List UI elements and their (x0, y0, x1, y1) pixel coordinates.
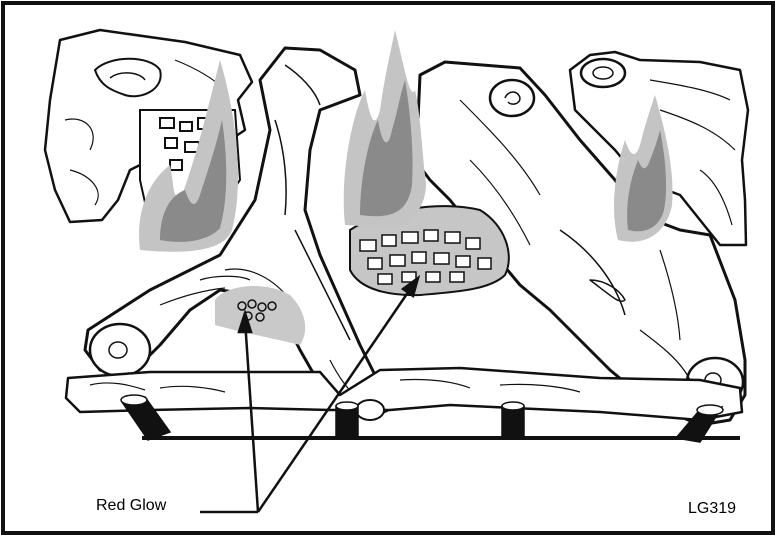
grate-legs (120, 394, 724, 443)
callout-arrow-right-line (256, 284, 415, 513)
figure-code-label: LG319 (688, 500, 737, 517)
callout-arrowhead-left (237, 308, 253, 334)
flame-left (139, 60, 239, 252)
center-ember-bed (349, 205, 510, 297)
red-glow-label: Red Glow (96, 497, 167, 514)
left-red-glow-patch (215, 285, 306, 345)
callout-arrowhead-right (400, 274, 421, 299)
red-glow-callout (200, 274, 421, 514)
front-log (64, 366, 744, 422)
left-glow-embers (237, 299, 277, 322)
callout-arrow-left-line (243, 319, 260, 513)
flame-center (343, 30, 426, 228)
flame-right (614, 95, 673, 242)
left-diagonal-log (83, 46, 390, 420)
